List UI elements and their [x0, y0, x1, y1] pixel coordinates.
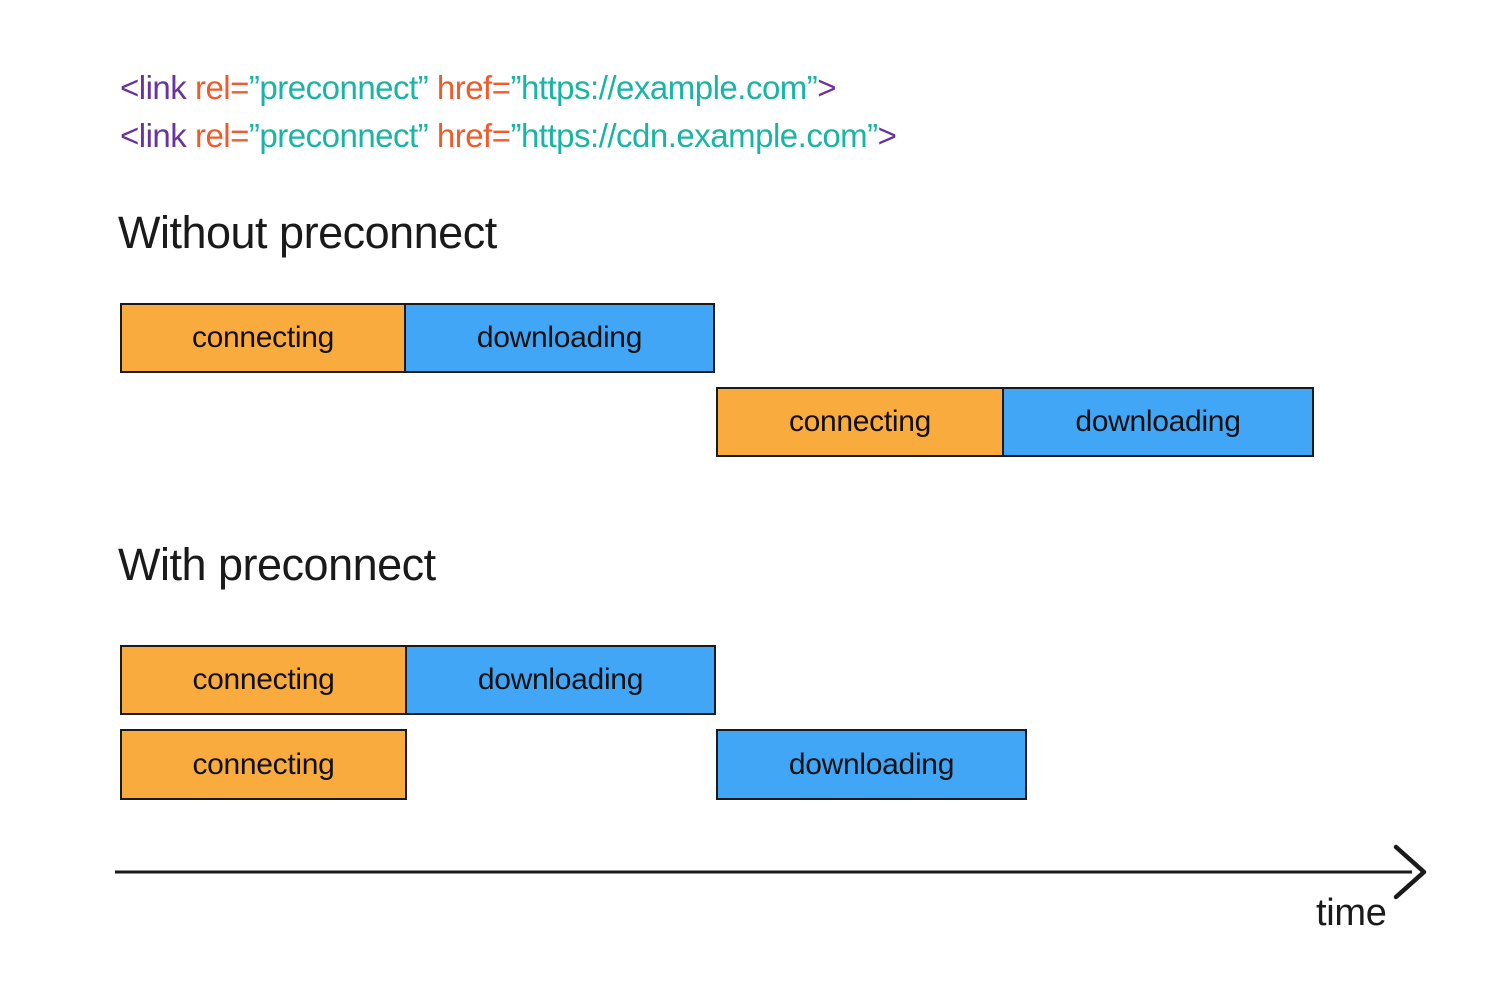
bar-label: connecting: [192, 747, 335, 781]
code-tag-close: >: [877, 117, 897, 154]
without-row2-connecting-bar: connecting: [716, 387, 1004, 457]
without-row2-downloading-bar: downloading: [1002, 387, 1314, 457]
code-tag-open: <link: [120, 117, 187, 154]
bar-label: downloading: [1075, 405, 1241, 438]
heading-without-preconnect: Without preconnect: [118, 207, 497, 258]
code-line-1: <link rel=”preconnect” href=”https://exa…: [120, 64, 896, 112]
code-href-value: ”https://cdn.example.com”: [510, 117, 879, 154]
time-axis-label: time: [1316, 892, 1387, 934]
with-row2-connecting-bar: connecting: [120, 729, 407, 800]
code-rel-attribute: rel=: [186, 117, 249, 154]
bar-label: downloading: [476, 321, 643, 354]
bar-label: connecting: [788, 405, 932, 438]
code-tag-open: <link: [120, 69, 187, 106]
without-row1-downloading-bar: downloading: [404, 303, 715, 373]
code-snippet: <link rel=”preconnect” href=”https://exa…: [120, 64, 897, 160]
without-row1-connecting-bar: connecting: [120, 303, 406, 373]
with-row2-downloading-bar: downloading: [716, 729, 1027, 800]
code-line-2: <link rel=”preconnect” href=”https://cdn…: [120, 112, 897, 160]
code-href-attribute: href=: [428, 117, 511, 154]
bar-label: downloading: [477, 663, 644, 696]
code-rel-attribute: rel=: [186, 69, 249, 106]
with-row1-downloading-bar: downloading: [405, 645, 716, 715]
code-rel-value: ”preconnect”: [248, 117, 429, 154]
code-rel-value: ”preconnect”: [248, 69, 429, 106]
with-row1-connecting-bar: connecting: [120, 645, 407, 715]
code-href-attribute: href=: [428, 69, 511, 106]
bar-label: connecting: [192, 663, 335, 696]
bar-label: downloading: [788, 747, 955, 781]
code-tag-close: >: [817, 69, 837, 106]
heading-with-preconnect: With preconnect: [118, 539, 436, 590]
bar-label: connecting: [191, 321, 335, 354]
time-axis-arrow-icon: [115, 844, 1427, 900]
code-href-value: ”https://example.com”: [510, 69, 818, 106]
